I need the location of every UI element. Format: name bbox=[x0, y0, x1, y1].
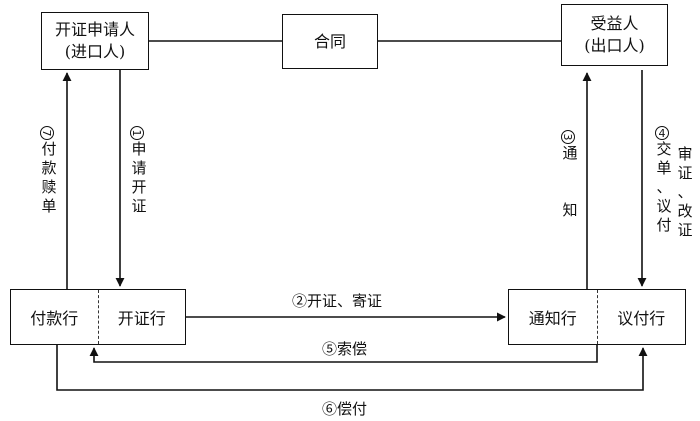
label-step-1: 1 申 请 开 证 bbox=[130, 126, 148, 216]
beneficiary-label: 受益人 bbox=[590, 14, 639, 33]
step-4-char: 改 bbox=[677, 202, 693, 220]
applicant-label: 开证申请人 bbox=[54, 20, 135, 39]
step-1-char: 请 bbox=[131, 159, 147, 177]
paying-bank-label: 付款行 bbox=[30, 309, 79, 328]
issuing-bank-label: 开证行 bbox=[117, 309, 166, 328]
arrow-reimburse bbox=[56, 345, 648, 391]
contract-label: 合同 bbox=[313, 31, 346, 51]
step-2-number: ② bbox=[292, 292, 308, 310]
node-issuing-bank: 开证行 bbox=[99, 290, 186, 344]
step-4-char: 付 bbox=[656, 216, 672, 234]
step-4-char: 、 bbox=[656, 178, 672, 196]
step-6-text: 偿付 bbox=[337, 400, 368, 418]
beneficiary-sublabel: (出口人) bbox=[584, 36, 645, 55]
label-step-4-col2: 审 证 、 改 证 bbox=[676, 145, 694, 240]
step-4-char: 交 bbox=[656, 140, 672, 158]
step-2-text: 开证、寄证 bbox=[307, 292, 383, 310]
step-3-char bbox=[561, 163, 579, 182]
step-5-number: ⑤ bbox=[322, 340, 338, 358]
step-4-char: 、 bbox=[677, 183, 693, 201]
step-7-char: 付 bbox=[41, 140, 57, 158]
arrow-claim bbox=[89, 345, 598, 363]
node-advising-negotiating-bank: 通知行 议付行 bbox=[508, 289, 686, 345]
step-4-char: 审 bbox=[677, 145, 693, 163]
step-6-number: ⑥ bbox=[322, 400, 338, 418]
step-1-char: 开 bbox=[131, 178, 147, 196]
step-4-char: 证 bbox=[677, 221, 693, 239]
negotiating-bank-label: 议付行 bbox=[617, 309, 666, 328]
step-1-char: 申 bbox=[131, 140, 147, 158]
node-contract: 合同 bbox=[282, 14, 378, 69]
step-3-char: 通 bbox=[562, 144, 578, 162]
advising-bank-label: 通知行 bbox=[528, 309, 577, 328]
step-4-char: 议 bbox=[656, 197, 672, 215]
step-1-char: 证 bbox=[131, 197, 147, 215]
node-beneficiary: 受益人 (出口人) bbox=[561, 4, 668, 66]
node-applicant: 开证申请人 (进口人) bbox=[41, 12, 149, 70]
step-7-char: 款 bbox=[41, 159, 57, 177]
node-paying-bank: 付款行 bbox=[11, 290, 99, 344]
node-negotiating-bank: 议付行 bbox=[598, 290, 686, 344]
label-step-2: ②开证、寄证 bbox=[292, 290, 382, 311]
step-4-char: 证 bbox=[677, 164, 693, 182]
label-step-6: ⑥偿付 bbox=[322, 398, 367, 419]
step-7-char: 赎 bbox=[41, 178, 57, 196]
step-7-number: 7 bbox=[40, 126, 54, 140]
step-3-number: 3 bbox=[561, 130, 575, 144]
step-7-char: 单 bbox=[41, 197, 57, 215]
node-advising-bank: 通知行 bbox=[509, 290, 598, 344]
node-paying-issuing-bank: 付款行 开证行 bbox=[10, 289, 186, 345]
step-1-number: 1 bbox=[130, 126, 144, 140]
label-step-4-col1: 4 交 单 、 议 付 bbox=[655, 126, 673, 235]
step-5-text: 索偿 bbox=[337, 340, 368, 358]
applicant-sublabel: (进口人) bbox=[64, 42, 126, 61]
label-step-7: 7 付 款 赎 单 bbox=[40, 126, 58, 216]
step-4-char: 单 bbox=[656, 159, 672, 177]
step-3-char bbox=[561, 182, 579, 201]
label-step-5: ⑤索偿 bbox=[322, 338, 367, 359]
step-3-char: 知 bbox=[562, 201, 578, 219]
step-4-number: 4 bbox=[655, 126, 669, 140]
label-step-3: 3 通 知 bbox=[561, 130, 579, 220]
